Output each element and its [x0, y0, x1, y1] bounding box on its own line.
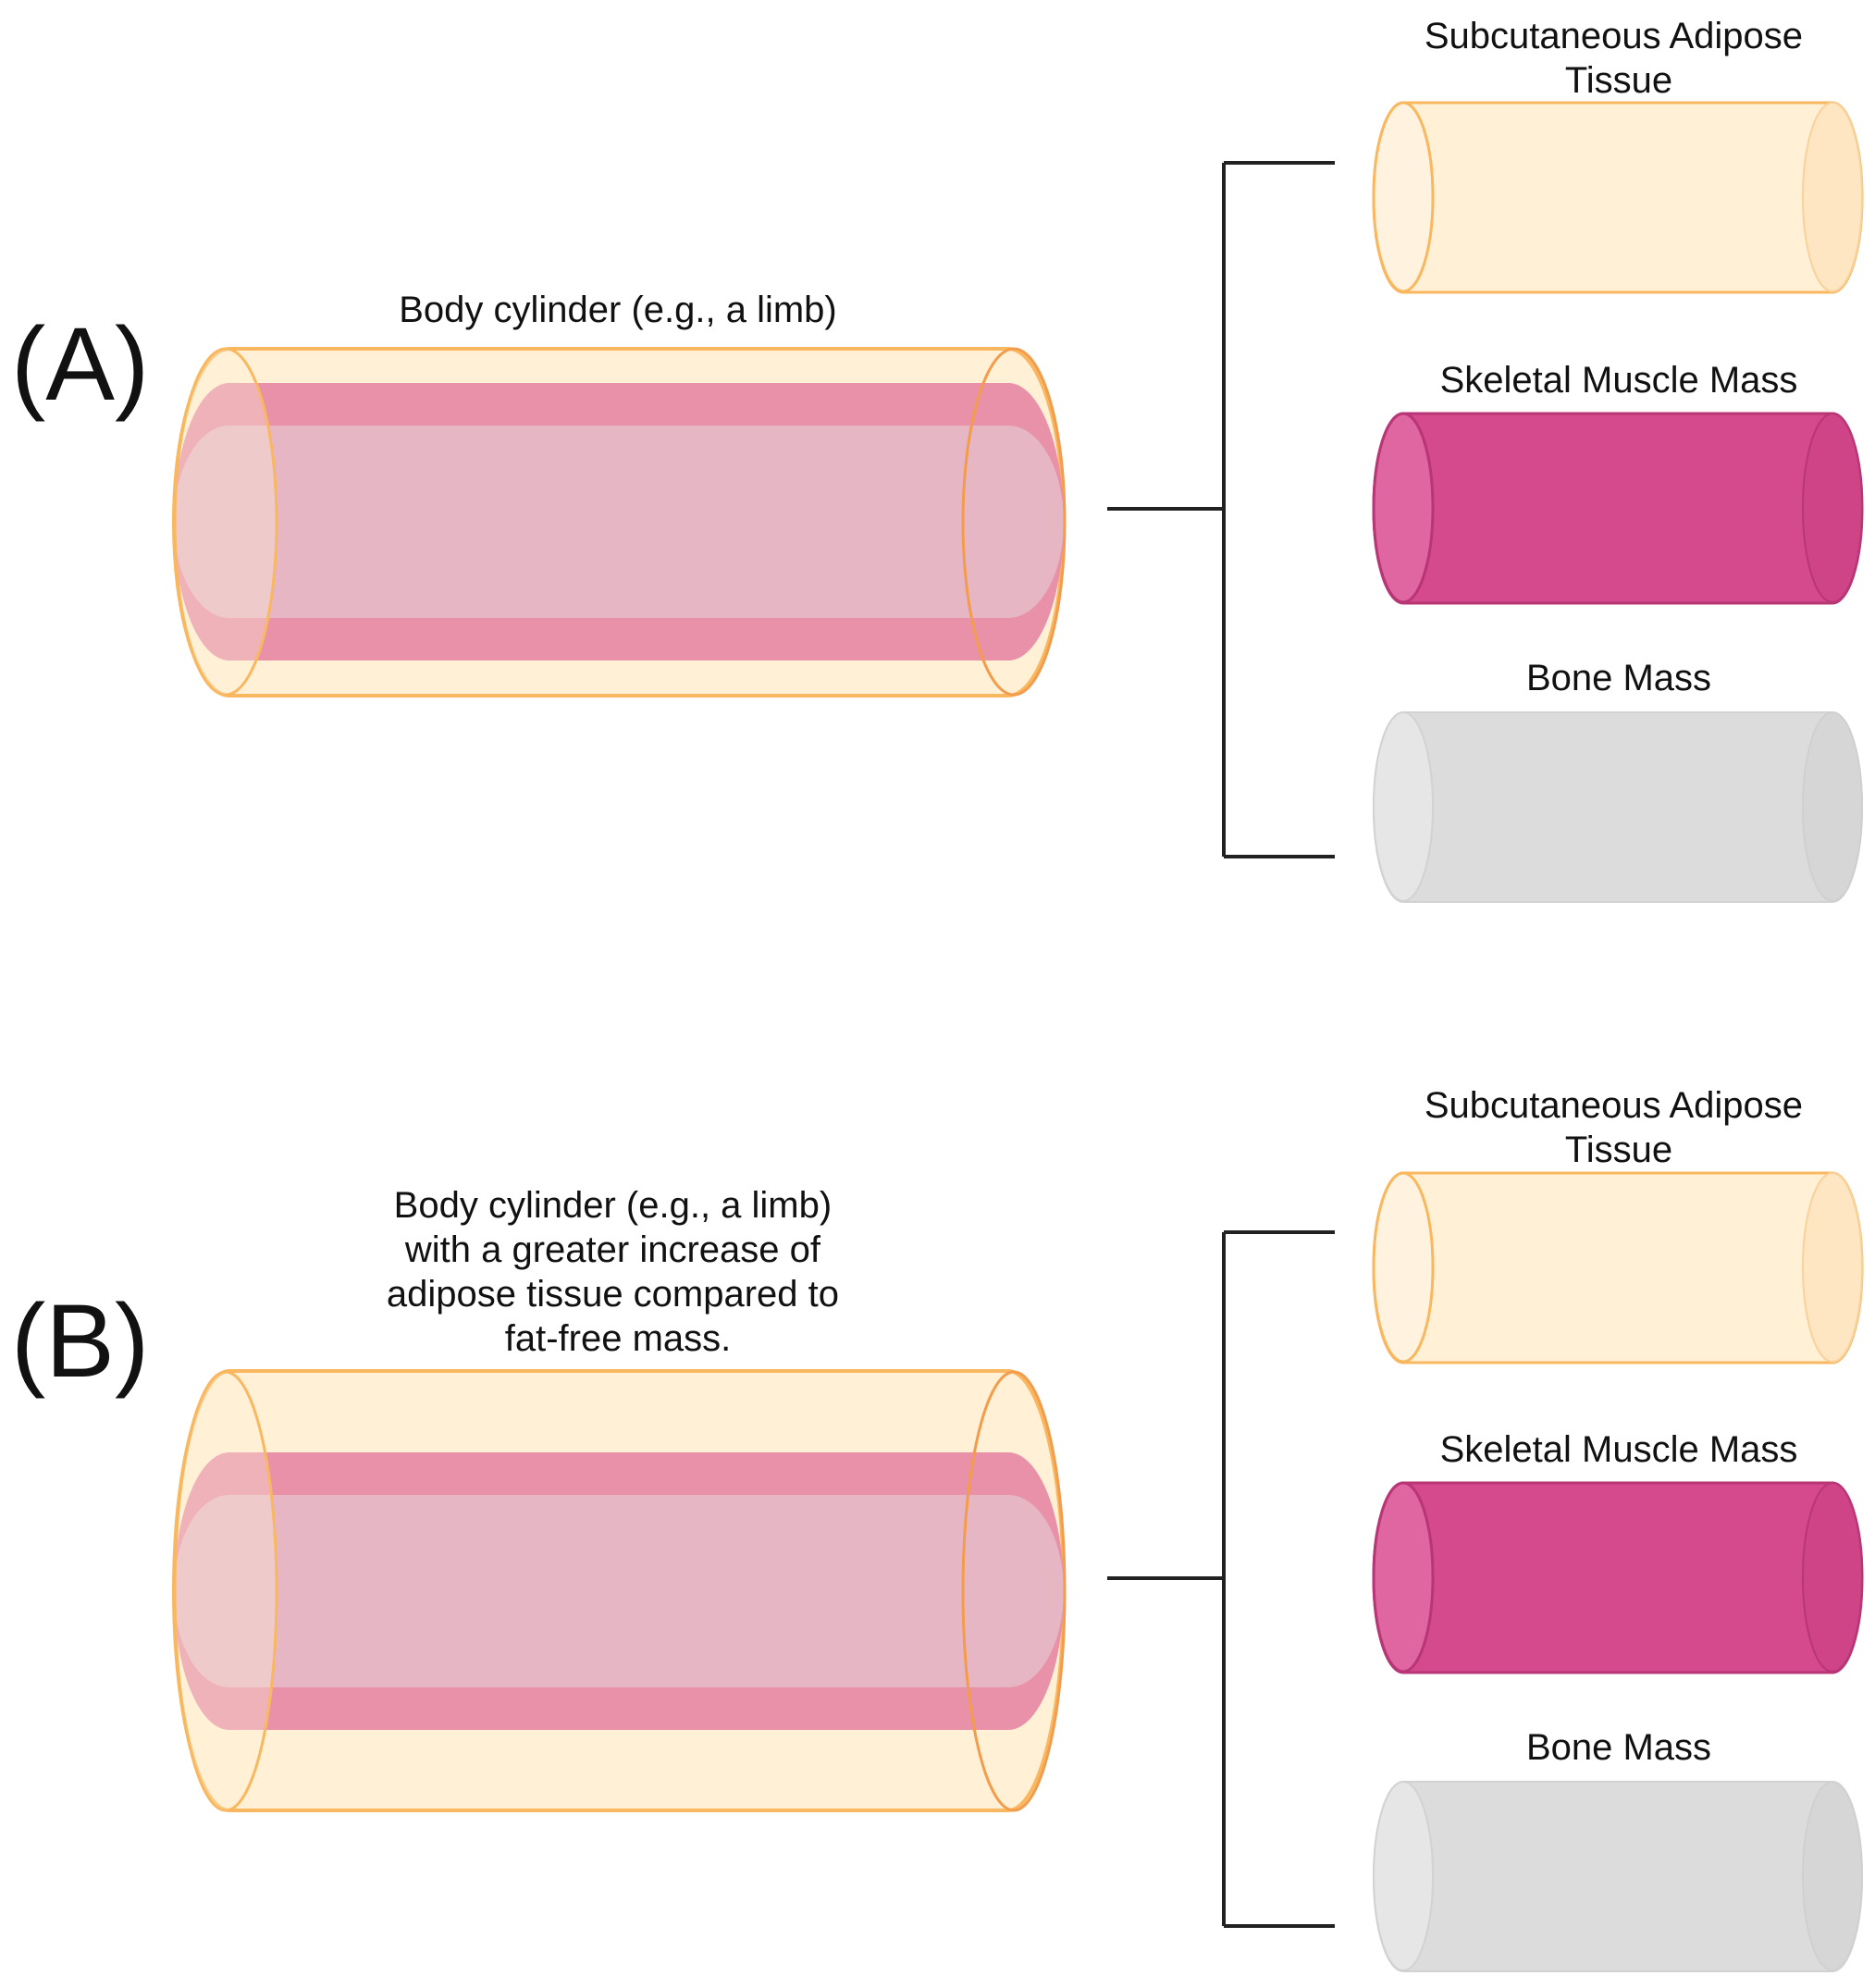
svg-text:Skeletal Muscle Mass: Skeletal Muscle Mass — [1440, 360, 1798, 401]
panel-a-caption-line: Body cylinder (e.g., a limb) — [399, 290, 837, 330]
body-cylinder-a — [172, 347, 1067, 698]
svg-text:Bone Mass: Bone Mass — [1526, 1727, 1711, 1768]
panel-b-letter: (B) — [11, 1283, 149, 1399]
right-end-cap — [961, 347, 1067, 697]
right-end-cap — [961, 1370, 1067, 1812]
panel-b-caption-line: fat-free mass. — [505, 1318, 732, 1359]
panel-b-caption-line: adipose tissue compared to — [387, 1274, 839, 1315]
component-label-line: Bone Mass — [1526, 1727, 1711, 1768]
bone-core — [174, 426, 1064, 618]
adipose-cylinder-a — [1372, 101, 1864, 294]
svg-text:Bone Mass: Bone Mass — [1526, 658, 1711, 698]
component-label-line: Skeletal Muscle Mass — [1440, 1429, 1798, 1470]
component-label-line: Tissue — [1565, 60, 1672, 101]
panel-a-letter: (A) — [11, 306, 149, 422]
bone-core — [174, 1495, 1064, 1687]
muscle-cylinder-b — [1372, 1481, 1864, 1674]
svg-text:Skeletal Muscle Mass: Skeletal Muscle Mass — [1440, 1429, 1798, 1470]
component-label-line: Skeletal Muscle Mass — [1440, 360, 1798, 401]
component-label-line: Tissue — [1565, 1130, 1672, 1170]
body-cylinder-b — [172, 1369, 1067, 1812]
bone-cylinder-a — [1373, 711, 1863, 903]
panel-b-caption-line: Body cylinder (e.g., a limb) — [394, 1185, 833, 1226]
bracket-b — [1107, 1230, 1335, 1928]
component-label-line: Bone Mass — [1526, 658, 1711, 698]
svg-text:Subcutaneous Adipose Tis: Subcutaneous Adipose Tissue — [1425, 1085, 1813, 1170]
bone-cylinder-b — [1373, 1781, 1863, 1972]
adipose-cylinder-b — [1372, 1171, 1864, 1364]
component-label-line: Subcutaneous Adipose — [1425, 1085, 1803, 1126]
muscle-cylinder-a — [1372, 412, 1864, 605]
bracket-a — [1107, 161, 1335, 858]
panel-b: (B) Body cylinder (e.g., a limb) with a … — [11, 1085, 1864, 1972]
left-end-cap — [173, 1370, 278, 1812]
panel-b-caption-line: with a greater increase of — [404, 1229, 821, 1270]
svg-text:Body cylinder (e.g., a limb): Body cylinder (e.g., a limb) — [399, 290, 837, 330]
svg-text:Body cylinder (e.g., a limb): Body cylinder (e.g., a limb) with a grea… — [387, 1185, 849, 1359]
component-label-line: Subcutaneous Adipose — [1425, 16, 1803, 56]
svg-text:Subcutaneous Adipose Tis: Subcutaneous Adipose Tissue — [1425, 16, 1813, 101]
left-end-cap — [173, 347, 278, 697]
panel-a: (A) Body cylinder (e.g., a limb) Subcuta… — [11, 16, 1864, 903]
